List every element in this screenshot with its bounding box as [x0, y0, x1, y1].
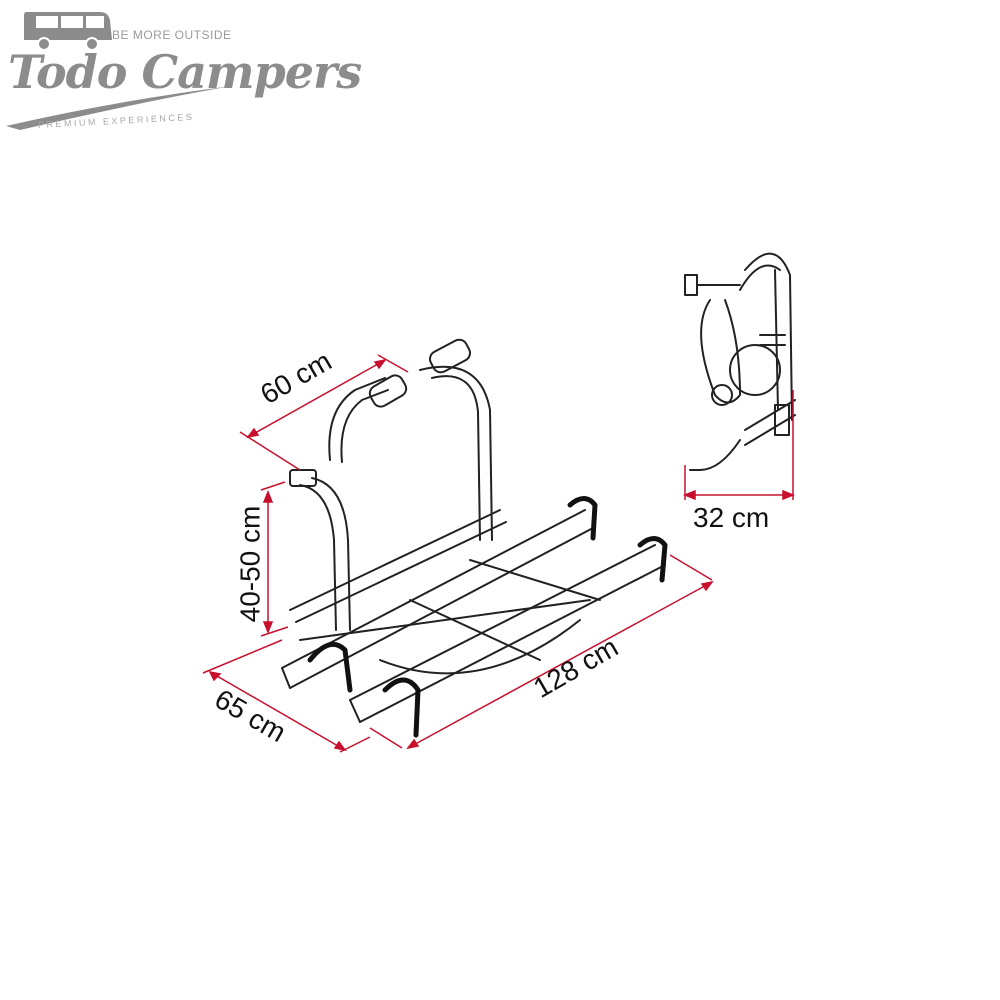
perspective-view	[281, 338, 668, 738]
logo-brand-name: Todo Campers	[8, 45, 362, 99]
dimension-label-40-50cm: 40-50 cm	[234, 505, 266, 623]
folded-side-view	[684, 252, 796, 471]
dimension-lines	[202, 354, 796, 753]
brand-logo: BE MORE OUTSIDE Todo Campers PREMIUM EXP…	[0, 0, 362, 150]
camper-van-icon	[6, 12, 232, 130]
dimension-label-32cm: 32 cm	[693, 502, 770, 533]
logo-tagline: BE MORE OUTSIDE	[112, 28, 232, 42]
